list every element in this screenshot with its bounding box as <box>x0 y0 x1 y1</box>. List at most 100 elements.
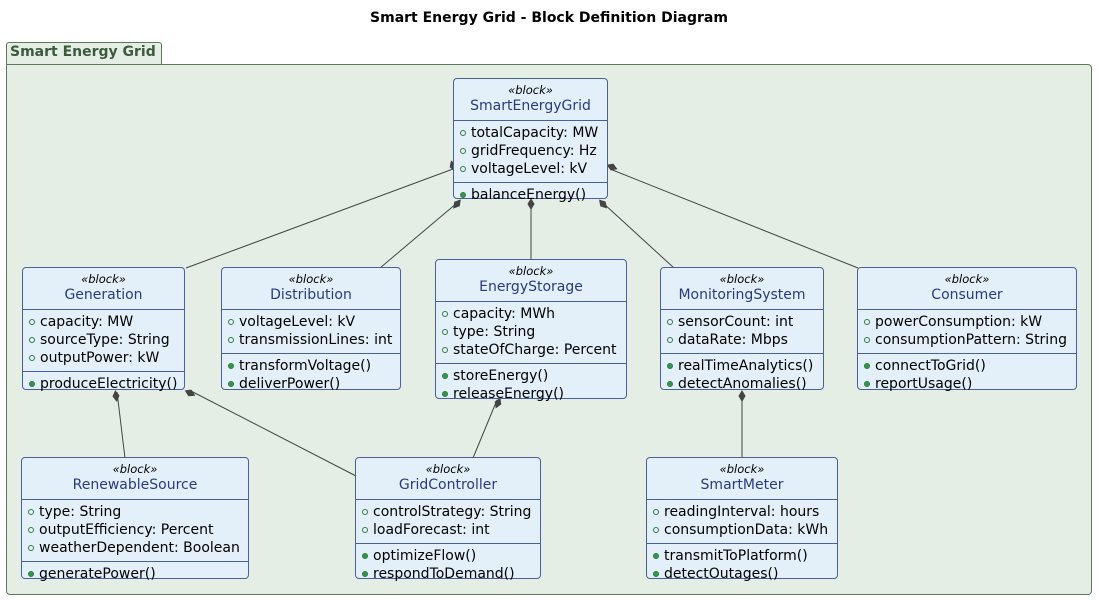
operations-compartment: balanceEnergy() <box>454 182 607 208</box>
operation: optimizeFlow() <box>362 547 534 565</box>
operation: releaseEnergy() <box>442 385 620 403</box>
attribute: voltageLevel: kV <box>228 313 394 331</box>
public-operation-icon <box>667 363 673 369</box>
block-distribution[interactable]: «block»Distribution voltageLevel: kV tra… <box>221 267 401 393</box>
public-visibility-icon <box>29 355 35 361</box>
stereotype: «block» <box>508 83 553 97</box>
composition-diamond-icon <box>494 397 502 409</box>
attributes-compartment: controlStrategy: String loadForecast: in… <box>356 499 540 543</box>
composition-diamond-icon <box>599 199 607 209</box>
operations-compartment: connectToGrid() reportUsage() <box>858 353 1076 397</box>
public-visibility-icon <box>864 337 870 343</box>
public-visibility-icon <box>29 337 35 343</box>
attributes-compartment: readingInterval: hours consumptionData: … <box>647 499 837 543</box>
public-visibility-icon <box>28 545 34 551</box>
block-consumer[interactable]: «block»Consumer powerConsumption: kW con… <box>857 267 1077 392</box>
operation: storeEnergy() <box>442 367 620 385</box>
public-visibility-icon <box>460 130 466 136</box>
block-renewable-source[interactable]: «block»RenewableSource type: String outp… <box>21 457 249 582</box>
attribute: dataRate: Mbps <box>667 331 817 349</box>
attribute: sourceType: String <box>29 331 178 349</box>
block-name: RenewableSource <box>72 477 198 493</box>
attributes-compartment: voltageLevel: kV transmissionLines: int <box>222 309 400 353</box>
composition-diamond-icon <box>738 390 746 402</box>
block-grid-controller[interactable]: «block»GridController controlStrategy: S… <box>355 457 541 582</box>
public-visibility-icon <box>362 509 368 515</box>
attribute: transmissionLines: int <box>228 331 394 349</box>
public-visibility-icon <box>29 319 35 325</box>
operations-compartment: produceElectricity() <box>23 371 184 397</box>
attribute: type: String <box>442 323 620 341</box>
attribute: capacity: MW <box>29 313 178 331</box>
operation: detectOutages() <box>653 565 831 583</box>
public-visibility-icon <box>28 509 34 515</box>
attribute: consumptionData: kWh <box>653 521 831 539</box>
public-operation-icon <box>362 571 368 577</box>
block-smart-meter[interactable]: «block»SmartMeter readingInterval: hours… <box>646 457 838 582</box>
operation: balanceEnergy() <box>460 186 601 204</box>
stereotype: «block» <box>288 272 334 286</box>
block-smart-energy-grid[interactable]: «block»SmartEnergyGrid totalCapacity: MW… <box>453 78 608 203</box>
public-operation-icon <box>228 381 234 387</box>
block-name: EnergyStorage <box>479 279 583 295</box>
public-operation-icon <box>442 391 448 397</box>
package-label: Smart Energy Grid <box>10 44 156 60</box>
attribute: weatherDependent: Boolean <box>28 539 242 557</box>
attribute: totalCapacity: MW <box>460 124 601 142</box>
block-name: Distribution <box>270 287 352 303</box>
operation: produceElectricity() <box>29 375 178 393</box>
operation: respondToDemand() <box>362 565 534 583</box>
public-visibility-icon <box>442 311 448 317</box>
composition-edge <box>188 389 357 477</box>
block-name: Generation <box>64 287 143 303</box>
attributes-compartment: powerConsumption: kW consumptionPattern:… <box>858 309 1076 353</box>
operation: realTimeAnalytics() <box>667 357 817 375</box>
composition-edge <box>609 168 859 269</box>
block-energy-storage[interactable]: «block»EnergyStorage capacity: MWh type:… <box>435 259 627 402</box>
public-operation-icon <box>667 381 673 387</box>
attribute: loadForecast: int <box>362 521 534 539</box>
public-visibility-icon <box>228 319 234 325</box>
block-name: MonitoringSystem <box>678 287 806 303</box>
public-visibility-icon <box>28 527 34 533</box>
public-visibility-icon <box>653 527 659 533</box>
attributes-compartment: capacity: MWh type: String stateOfCharge… <box>436 301 626 363</box>
composition-diamond-icon <box>606 163 618 171</box>
stereotype: «block» <box>425 462 471 476</box>
attribute: gridFrequency: Hz <box>460 142 601 160</box>
attribute: consumptionPattern: String <box>864 331 1070 349</box>
public-operation-icon <box>228 363 234 369</box>
public-visibility-icon <box>442 347 448 353</box>
attribute: outputPower: kW <box>29 349 178 367</box>
operation: connectToGrid() <box>864 357 1070 375</box>
block-monitoring-system[interactable]: «block»MonitoringSystem sensorCount: int… <box>660 267 824 392</box>
diagram-title: Smart Energy Grid - Block Definition Dia… <box>370 10 728 26</box>
attribute: type: String <box>28 503 242 521</box>
stereotype: «block» <box>81 272 126 286</box>
attribute: readingInterval: hours <box>653 503 831 521</box>
public-visibility-icon <box>442 329 448 335</box>
stereotype: «block» <box>944 272 990 286</box>
public-operation-icon <box>864 363 870 369</box>
operation: deliverPower() <box>228 375 394 393</box>
operation: detectAnomalies() <box>667 375 817 393</box>
public-operation-icon <box>653 571 659 577</box>
attributes-compartment: sensorCount: int dataRate: Mbps <box>661 309 823 353</box>
operations-compartment: realTimeAnalytics() detectAnomalies() <box>661 353 823 397</box>
public-visibility-icon <box>228 337 234 343</box>
operation: transformVoltage() <box>228 357 394 375</box>
composition-edge <box>472 399 498 459</box>
block-generation[interactable]: «block»Generation capacity: MW sourceTyp… <box>22 267 185 392</box>
composition-edge <box>602 202 675 269</box>
operations-compartment: storeEnergy() releaseEnergy() <box>436 363 626 407</box>
composition-edge <box>379 202 458 269</box>
stereotype: «block» <box>508 264 554 278</box>
public-visibility-icon <box>653 509 659 515</box>
attribute: sensorCount: int <box>667 313 817 331</box>
attributes-compartment: totalCapacity: MW gridFrequency: Hz volt… <box>454 120 607 182</box>
block-name: GridController <box>398 477 498 493</box>
attribute: powerConsumption: kW <box>864 313 1070 331</box>
public-visibility-icon <box>864 319 870 325</box>
operation: generatePower() <box>28 565 242 583</box>
